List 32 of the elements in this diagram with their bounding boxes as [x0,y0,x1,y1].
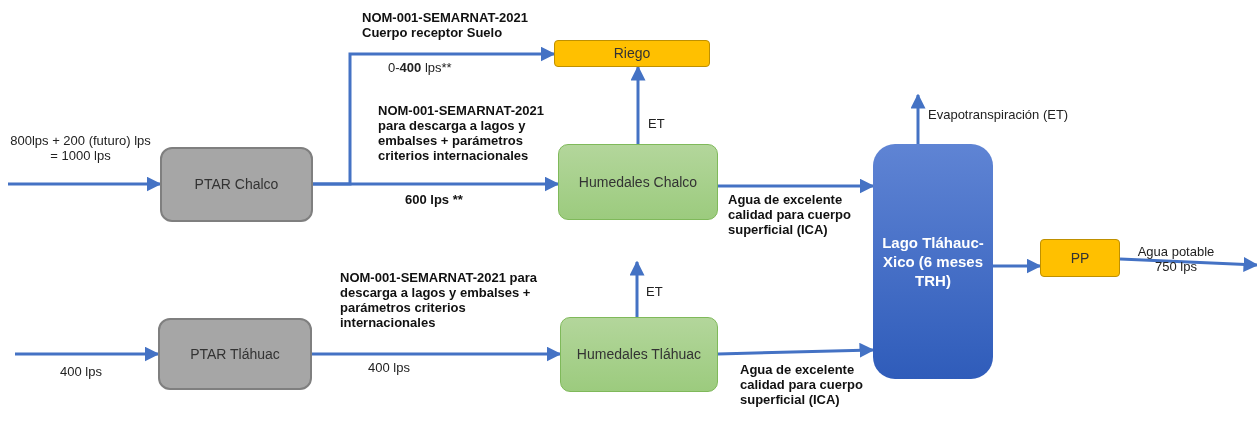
arrow [993,258,1042,274]
edge-label: ET [648,116,666,131]
arrow [910,93,926,144]
arrow [15,346,160,362]
edge-label: 400 lps [368,360,411,375]
standard-note: NOM-001-SEMARNAT-2021 para descarga a lagos y embalses + parámetros criterios internacionales [340,270,538,330]
process-box: PTAR Chalco [160,147,313,222]
arrow [312,346,562,362]
edge-label: 0-400 lps** [388,60,453,75]
edge-label: 600 lps ** [405,192,464,207]
standard-note: NOM-001-SEMARNAT-2021 Cuerpo receptor Suelo [362,10,529,40]
edge-label: ET [646,284,664,299]
edge-label: Evapotranspiración (ET) [928,107,1070,122]
arrow [8,176,162,192]
edge-label: Agua de excelente calidad para cuerpo superficial (ICA) [740,362,864,407]
edge-label: Agua potable 750 lps [1136,244,1216,274]
process-box: PTAR Tláhuac [158,318,312,390]
standard-note: NOM-001-SEMARNAT-2021 para descarga a lagos y embalses + parámetros criterios internacionales [378,103,545,163]
wetland-box: Humedales Tláhuac [560,317,718,392]
arrow [1119,256,1257,272]
arrow [629,260,645,317]
process-box: PP [1040,239,1120,277]
arrow [718,178,875,194]
arrow [630,65,646,144]
process-box: Riego [554,40,710,67]
wetland-box: Humedales Chalco [558,144,718,220]
edge-label: 400 lps [60,364,103,379]
lake-box: Lago Tláhauc-Xico (6 meses TRH) [873,144,993,379]
arrow [313,176,560,192]
edge-label: 800lps + 200 (futuro) lps = 1000 lps [9,133,152,163]
arrow [717,342,875,358]
edge-label: Agua de excelente calidad para cuerpo superficial (ICA) [728,192,852,237]
